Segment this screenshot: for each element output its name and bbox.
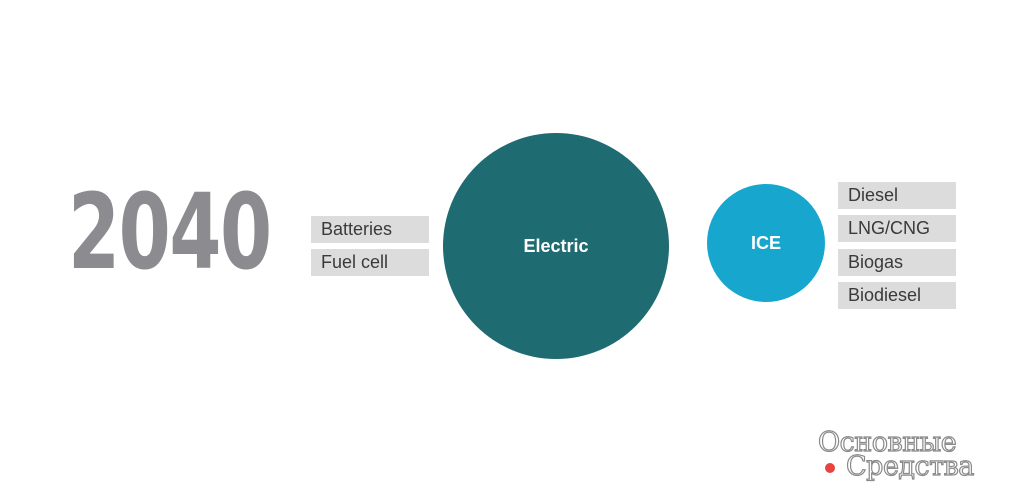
watermark-logo: Основные Средства bbox=[812, 427, 1012, 488]
ice-circle: ICE bbox=[707, 184, 825, 302]
tag-fuel-cell: Fuel cell bbox=[311, 249, 429, 276]
electric-label: Electric bbox=[523, 235, 589, 256]
tag-diesel: Diesel bbox=[838, 182, 956, 209]
tag-biogas: Biogas bbox=[838, 249, 956, 276]
watermark-line2: Средства bbox=[845, 451, 975, 482]
ice-label: ICE bbox=[750, 232, 781, 253]
tag-biodiesel: Biodiesel bbox=[838, 282, 956, 309]
tag-lng-cng: LNG/CNG bbox=[838, 215, 956, 242]
watermark-line1: Основные bbox=[817, 427, 957, 458]
year-title: 2040 bbox=[68, 171, 272, 293]
watermark-dot bbox=[825, 463, 835, 473]
electric-circle: Electric bbox=[443, 133, 669, 359]
tag-batteries: Batteries bbox=[311, 216, 429, 243]
